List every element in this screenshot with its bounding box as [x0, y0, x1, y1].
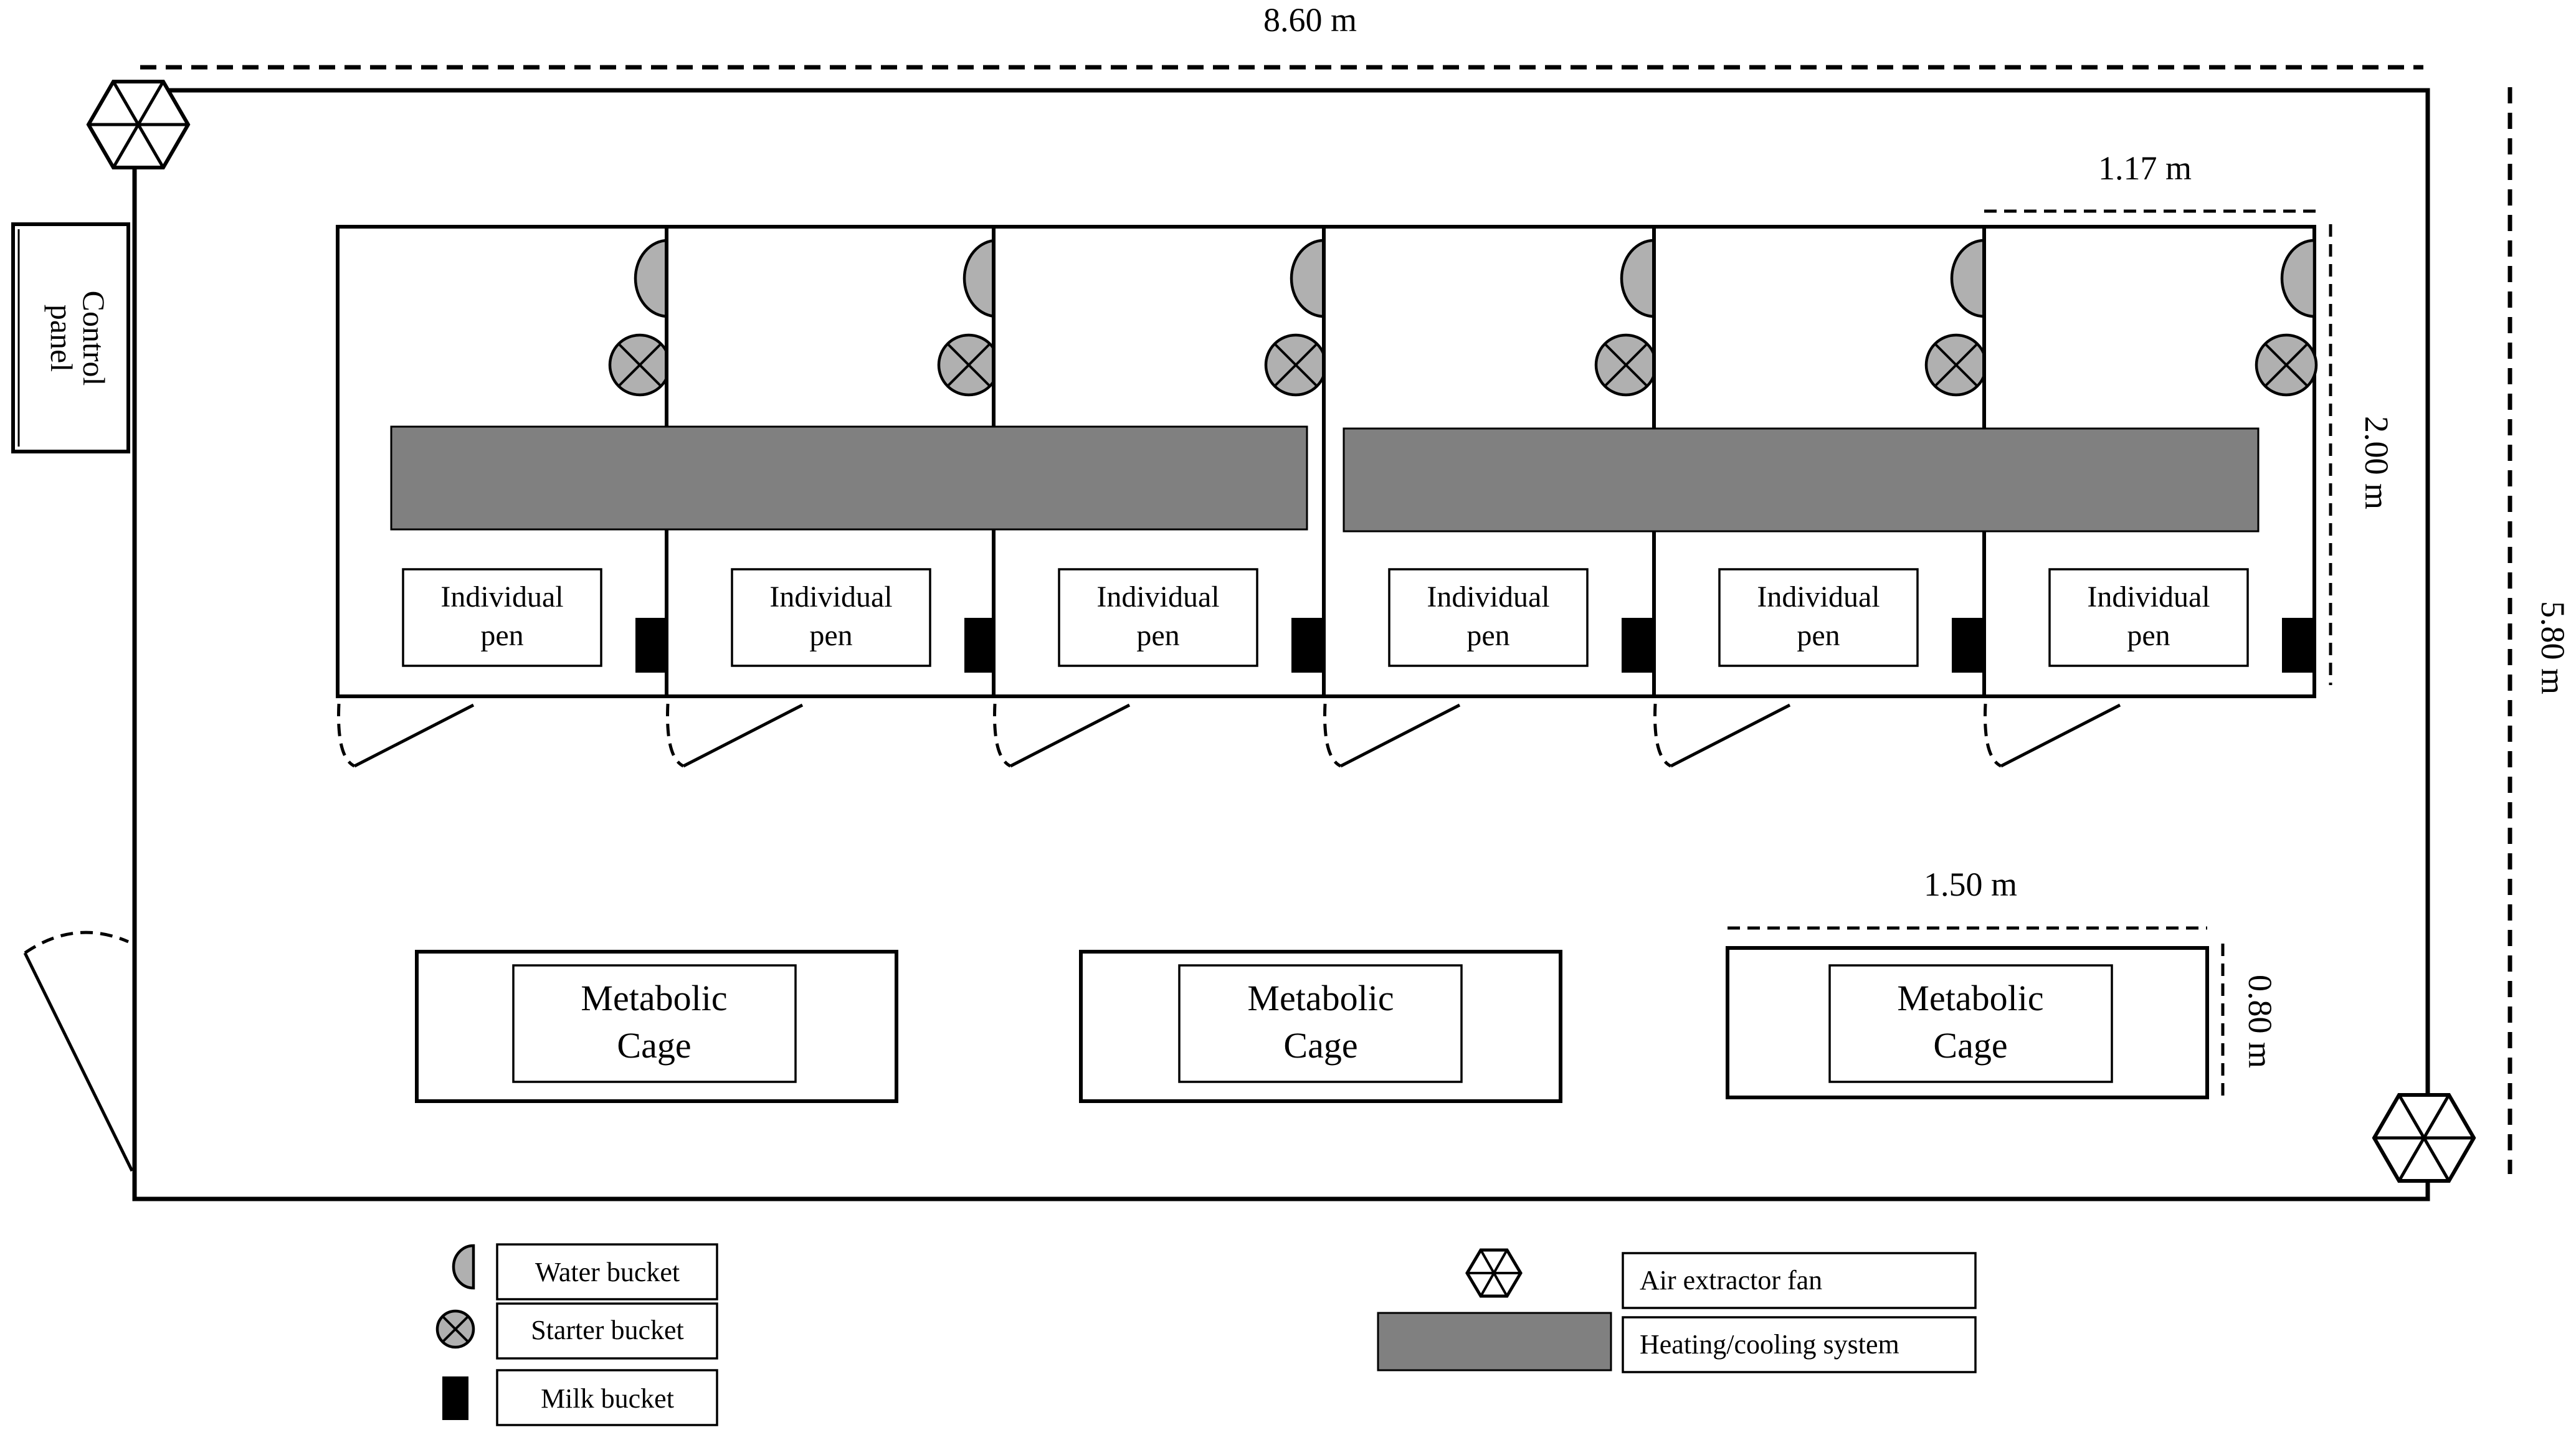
pen-gate — [666, 703, 804, 768]
legend-box-water-bucket — [496, 1243, 718, 1300]
milk-bucket-icon — [964, 618, 996, 673]
water-bucket-icon — [1620, 239, 1656, 318]
legend-label-starter-bucket: Starter bucket — [531, 1315, 684, 1345]
pen-label-line1: Individual — [1757, 580, 1880, 613]
individual-pen: Individual pen — [1982, 225, 2318, 768]
starter-bucket-icon — [608, 333, 672, 397]
legend-label-water-bucket: Water bucket — [535, 1257, 680, 1287]
pen-label-line1: Individual — [1096, 580, 1219, 613]
air-extractor-fan-icon — [2372, 1093, 2476, 1183]
control-panel-label-line2: panel — [44, 305, 79, 372]
milk-bucket-icon — [2282, 618, 2313, 673]
room-depth-label: 5.80 m — [2534, 601, 2572, 694]
air-extractor-fan-icon — [1465, 1248, 1523, 1298]
pen-gate — [337, 703, 475, 768]
legend-box-air-extractor-fan — [1622, 1252, 1977, 1309]
legend-label-heating-cooling-system: Heating/cooling system — [1640, 1329, 1899, 1360]
cage-depth-label: 0.80 m — [2241, 975, 2279, 1068]
pen-width-label: 1.17 m — [2098, 149, 2192, 187]
starter-bucket-icon — [1264, 333, 1328, 397]
legend: Water bucket Starter bucket Milk bucket … — [435, 1243, 1977, 1426]
milk-bucket-icon — [442, 1376, 468, 1420]
pen-label-line1: Individual — [769, 580, 892, 613]
pen-label-line2: pen — [1136, 619, 1179, 652]
metabolic-cage-label-line1: Metabolic — [581, 978, 727, 1018]
metabolic-cage: Metabolic Cage — [1726, 946, 2209, 1099]
metabolic-cage-label-line2: Cage — [1933, 1025, 2007, 1066]
legend-label-air-extractor-fan: Air extractor fan — [1640, 1265, 1822, 1295]
water-bucket-icon — [1290, 239, 1326, 318]
starter-bucket-icon — [2255, 333, 2318, 397]
water-bucket-icon — [2280, 239, 2316, 318]
milk-bucket-icon — [635, 618, 667, 673]
metabolic-cage-label-line1: Metabolic — [1247, 978, 1394, 1018]
legend-box-starter-bucket — [496, 1302, 718, 1360]
pen-gate — [1323, 703, 1461, 768]
room-door — [23, 931, 134, 1172]
pen-gate — [993, 703, 1131, 768]
pen-label-line1: Individual — [2087, 580, 2210, 613]
starter-bucket-icon — [937, 333, 1000, 397]
air-extractor-fan-icon — [86, 80, 191, 169]
milk-bucket-icon — [1952, 618, 1983, 673]
water-bucket-icon — [634, 239, 670, 318]
metabolic-cage: Metabolic Cage — [415, 950, 898, 1103]
metabolic-cage-label-line2: Cage — [1283, 1025, 1357, 1066]
pen-label-line2: pen — [480, 619, 523, 652]
water-bucket-icon — [962, 239, 999, 318]
pen-label-line1: Individual — [440, 580, 563, 613]
individual-pen-label: Individual pen — [1718, 568, 1919, 667]
heating-cooling-system-icon — [1377, 1312, 1612, 1371]
control-panel: Control panel — [11, 222, 130, 453]
legend-label-milk-bucket: Milk bucket — [541, 1383, 674, 1414]
metabolic-cage-label-line2: Cage — [617, 1025, 691, 1066]
pen-gate — [1653, 703, 1791, 768]
pen-label-line2: pen — [809, 619, 852, 652]
room-width-label: 8.60 m — [1263, 1, 1357, 39]
room-wall — [132, 88, 2430, 1201]
pen-label-line2: pen — [1466, 619, 1509, 652]
milk-bucket-icon — [1291, 618, 1323, 673]
legend-box-milk-bucket — [496, 1369, 718, 1426]
individual-pen-label: Individual pen — [1058, 568, 1258, 667]
individual-pen-label: Individual pen — [1388, 568, 1589, 667]
metabolic-cage-label-line1: Metabolic — [1897, 978, 2043, 1018]
water-bucket-icon — [1950, 239, 1986, 318]
individual-pen-label: Individual pen — [2048, 568, 2249, 667]
pen-label-line2: pen — [2127, 619, 2170, 652]
individual-pen-label: Individual pen — [731, 568, 931, 667]
starter-bucket-icon — [435, 1309, 475, 1349]
legend-box-heating-cooling-system — [1622, 1316, 1977, 1373]
starter-bucket-icon — [1594, 333, 1658, 397]
control-panel-label-line1: Control — [77, 291, 112, 386]
pen-label-line1: Individual — [1427, 580, 1549, 613]
heating-cooling-system — [1343, 427, 2260, 533]
pen-depth-label: 2.00 m — [2358, 416, 2395, 509]
pen-label-line2: pen — [1797, 619, 1840, 652]
milk-bucket-icon — [1622, 618, 1653, 673]
heating-cooling-system — [390, 425, 1308, 531]
individual-pen-label: Individual pen — [402, 568, 602, 667]
cage-width-label: 1.50 m — [1924, 866, 2017, 903]
starter-bucket-icon — [1924, 333, 1988, 397]
metabolic-cage: Metabolic Cage — [1079, 950, 1562, 1103]
pen-gate — [1984, 703, 2121, 768]
water-bucket-icon — [452, 1244, 475, 1290]
